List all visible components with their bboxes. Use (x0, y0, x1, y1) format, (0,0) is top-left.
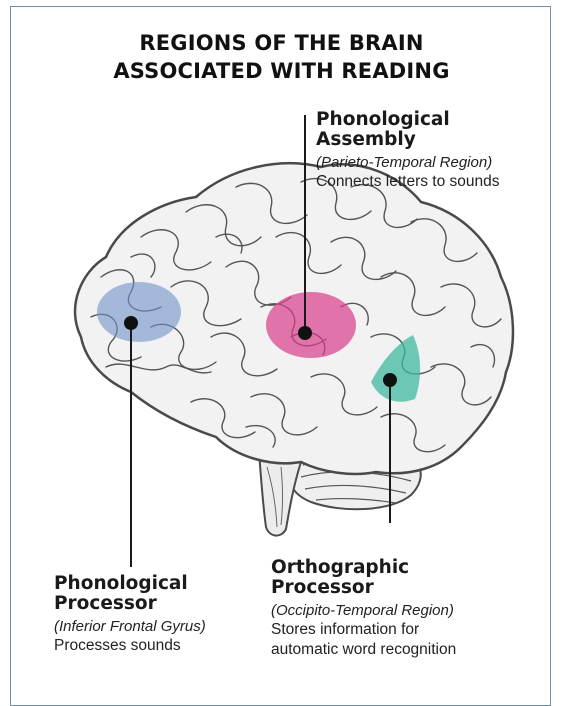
phonological-assembly-label: Phonological Assembly (Parieto-Temporal … (316, 110, 500, 192)
orthographic-processor-name-line-1: Orthographic (271, 558, 456, 578)
diagram-frame: REGIONS OF THE BRAIN ASSOCIATED WITH REA… (10, 6, 551, 706)
orthographic-processor-marker (383, 373, 397, 387)
phonological-processor-region (97, 282, 181, 342)
phonological-processor-name-line-2: Processor (54, 594, 206, 614)
orthographic-processor-name: Orthographic Processor (271, 558, 456, 598)
phonological-assembly-name: Phonological Assembly (316, 110, 500, 150)
phonological-assembly-description: Connects letters to sounds (316, 172, 500, 192)
orthographic-processor-area: (Occipito-Temporal Region) (271, 601, 456, 620)
phonological-assembly-region (266, 292, 356, 358)
phonological-processor-marker (124, 316, 138, 330)
orthographic-processor-description-line-2: automatic word recognition (271, 640, 456, 660)
phonological-assembly-name-line-1: Phonological (316, 110, 500, 130)
phonological-processor-description: Processes sounds (54, 636, 206, 656)
phonological-processor-name-line-1: Phonological (54, 574, 206, 594)
orthographic-processor-description-line-1: Stores information for (271, 620, 456, 640)
phonological-processor-label: Phonological Processor (Inferior Frontal… (54, 574, 206, 656)
phonological-processor-area: (Inferior Frontal Gyrus) (54, 617, 206, 636)
phonological-assembly-name-line-2: Assembly (316, 130, 500, 150)
phonological-processor-name: Phonological Processor (54, 574, 206, 614)
brain-stem-shape (259, 452, 301, 536)
orthographic-processor-name-line-2: Processor (271, 578, 456, 598)
phonological-assembly-marker (298, 326, 312, 340)
phonological-assembly-area: (Parieto-Temporal Region) (316, 153, 500, 172)
orthographic-processor-label: Orthographic Processor (Occipito-Tempora… (271, 558, 456, 660)
